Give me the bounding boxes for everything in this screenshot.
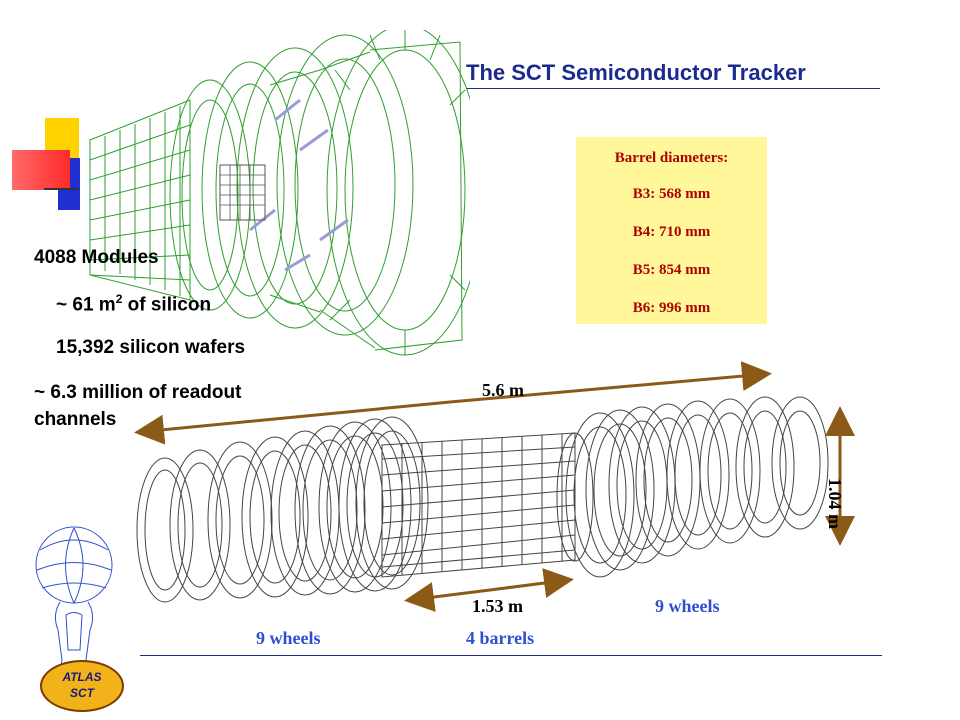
arrow-length-total: [134, 400, 451, 445]
label-height: 1.04 m: [825, 478, 845, 529]
stat-readout-line2: channels: [34, 409, 117, 430]
logo-text-line1: ATLAS: [62, 670, 102, 684]
label-barrel-length: 1.53 m: [472, 596, 523, 616]
stat-readout-line1: ~ 6.3 million of readout: [34, 382, 242, 403]
sct-green-mesh-illustration: [89, 30, 470, 356]
barrel-box-heading: Barrel diameters:: [614, 150, 729, 166]
stat-area-sup: 2: [115, 292, 123, 306]
stat-wafers: 15,392 silicon wafers: [56, 337, 246, 358]
logo-text-line2: SCT: [70, 686, 94, 700]
barrel-row-b6: B6: 996 mm: [632, 300, 711, 316]
label-wheels-right: 9 wheels: [655, 596, 720, 616]
label-barrels: 4 barrels: [466, 628, 535, 648]
decor-blocks: [0, 0, 90, 220]
label-wheels-left: 9 wheels: [256, 628, 321, 648]
stat-modules: 4088 Modules: [34, 247, 159, 268]
barrel-row-b4: B4: 710 mm: [632, 224, 711, 240]
arrow-barrel-length: [404, 582, 491, 612]
atlas-sct-logo: ATLAS SCT: [22, 520, 132, 715]
decor-line: [44, 188, 78, 190]
sct-wireframe-illustration: [136, 396, 829, 603]
label-length-total: 5.6 m: [482, 380, 524, 400]
barrel-row-b3: B3: 568 mm: [632, 186, 711, 202]
stats-block: 4088 Modules ~ 61 m2 of silicon 15,392 s…: [0, 0, 320, 440]
stat-area-prefix: ~ 61 m: [56, 294, 116, 316]
bottom-rule: [140, 655, 882, 656]
stat-silicon-area: ~ 61 m2 of silicon: [56, 292, 211, 316]
page-title: The SCT Semiconductor Tracker: [466, 60, 806, 85]
title-underline: [466, 88, 880, 89]
decor-red-block: [12, 150, 70, 190]
stat-area-suffix: of silicon: [122, 294, 212, 316]
logo-badge: ATLAS SCT: [40, 660, 124, 712]
barrel-diameters-box: Barrel diameters: B3: 568 mm B4: 710 mm …: [576, 137, 767, 324]
barrel-row-b5: B5: 854 mm: [632, 262, 711, 278]
